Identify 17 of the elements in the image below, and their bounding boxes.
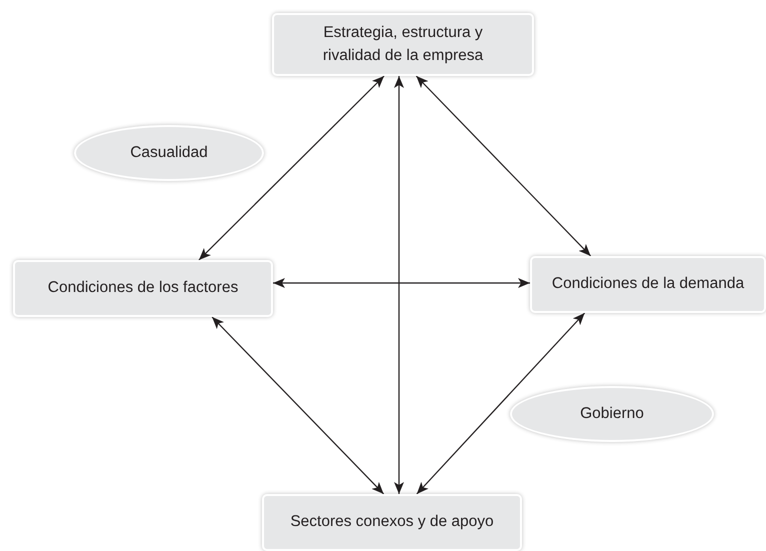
double-arrow: [212, 316, 384, 494]
factor-box: [530, 256, 766, 313]
factor-box: [13, 260, 273, 317]
node-label: Casualidad: [130, 142, 208, 163]
double-arrow: [416, 312, 586, 494]
node-label: Gobierno: [580, 404, 644, 424]
node-label: Condiciones de los factores: [48, 278, 238, 298]
factor-ellipse: [510, 386, 714, 442]
double-arrow: [416, 76, 592, 256]
double-arrow: [394, 76, 404, 494]
factor-box: [272, 13, 534, 76]
factor-box: [262, 494, 522, 551]
double-arrow: [198, 76, 384, 260]
node-label: Estrategia, estructura y rivalidad de la empresa: [322, 23, 484, 66]
node-label: Condiciones de la demanda: [552, 274, 744, 294]
node-label: Sectores conexos y de apoyo: [290, 512, 494, 532]
double-arrow: [273, 278, 530, 288]
